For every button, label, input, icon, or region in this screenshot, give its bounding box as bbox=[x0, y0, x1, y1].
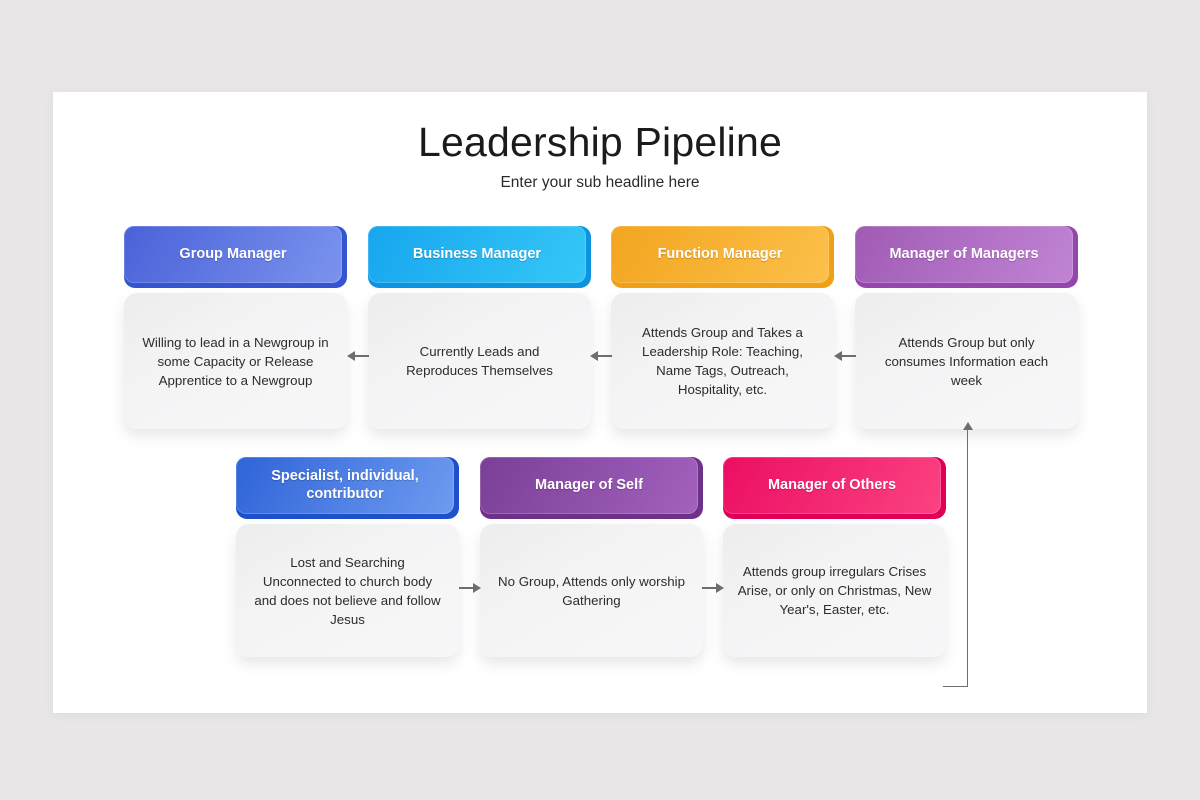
node-header-label: Manager of Managers bbox=[889, 245, 1039, 262]
node-body-text: Lost and Searching Unconnected to church… bbox=[254, 554, 441, 627]
node-body-card: Attends Group and Takes a Leadership Rol… bbox=[611, 293, 834, 429]
node-header-label: Function Manager bbox=[657, 245, 783, 262]
arrow-shaft bbox=[459, 587, 473, 589]
arrow-up-icon bbox=[962, 422, 973, 430]
node-body-card: Willing to lead in a Newgroup in some Ca… bbox=[124, 293, 347, 429]
node-manager-of-others[interactable]: Manager of Others Attends group irregula… bbox=[723, 457, 946, 657]
arrow-left-icon bbox=[834, 350, 856, 362]
chip-face: Manager of Managers bbox=[855, 226, 1073, 283]
node-header-label: Manager of Others bbox=[767, 476, 897, 493]
node-header-chip[interactable]: Manager of Managers bbox=[855, 226, 1078, 288]
arrow-shaft bbox=[702, 587, 716, 589]
arrow-left-icon bbox=[347, 350, 369, 362]
node-header-label: Manager of Self bbox=[535, 476, 643, 493]
node-body-text: Attends group irregulars Crises Arise, o… bbox=[737, 564, 932, 617]
node-business-manager[interactable]: Business Manager Currently Leads and Rep… bbox=[368, 226, 591, 429]
arrow-head bbox=[834, 351, 842, 361]
page-title: Leadership Pipeline bbox=[418, 119, 782, 165]
arrow-shaft bbox=[598, 355, 612, 357]
chip-face: Manager of Self bbox=[480, 457, 698, 514]
arrow-right-icon bbox=[459, 582, 481, 594]
page-subtitle: Enter your sub headline here bbox=[500, 174, 700, 191]
node-body-card: Currently Leads and Reproduces Themselve… bbox=[368, 293, 591, 429]
chip-face: Specialist, individual, contributor bbox=[236, 457, 454, 514]
node-header-chip[interactable]: Function Manager bbox=[611, 226, 834, 288]
node-manager-of-managers[interactable]: Manager of Managers Attends Group but on… bbox=[855, 226, 1078, 429]
node-manager-of-self[interactable]: Manager of Self No Group, Attends only w… bbox=[480, 457, 703, 657]
node-header-chip[interactable]: Specialist, individual, contributor bbox=[236, 457, 459, 519]
node-header-chip[interactable]: Manager of Others bbox=[723, 457, 946, 519]
node-header-chip[interactable]: Business Manager bbox=[368, 226, 591, 288]
node-group-manager[interactable]: Group Manager Willing to lead in a Newgr… bbox=[124, 226, 347, 429]
node-body-card: Attends Group but only consumes Informat… bbox=[855, 293, 1078, 429]
node-body-text: Attends Group and Takes a Leadership Rol… bbox=[642, 325, 803, 397]
node-body-card: Lost and Searching Unconnected to church… bbox=[236, 524, 459, 657]
chip-face: Function Manager bbox=[611, 226, 829, 283]
arrow-left-icon bbox=[590, 350, 612, 362]
node-body-text: Willing to lead in a Newgroup in some Ca… bbox=[142, 334, 329, 388]
node-header-label: Specialist, individual, contributor bbox=[271, 467, 419, 502]
arrow-head bbox=[347, 351, 355, 361]
connector-vertical-segment bbox=[967, 430, 969, 687]
arrow-shaft bbox=[355, 355, 369, 357]
node-header-label: Group Manager bbox=[179, 245, 287, 262]
node-body-text: Currently Leads and Reproduces Themselve… bbox=[406, 344, 553, 378]
diagram-stage: Group Manager Willing to lead in a Newgr… bbox=[53, 92, 1147, 713]
node-header-label: Business Manager bbox=[412, 245, 542, 262]
node-body-card: Attends group irregulars Crises Arise, o… bbox=[723, 524, 946, 657]
arrow-shaft bbox=[842, 355, 856, 357]
chip-face: Group Manager bbox=[124, 226, 342, 283]
elbow-connector-bottom-to-top bbox=[943, 422, 983, 687]
node-function-manager[interactable]: Function Manager Attends Group and Takes… bbox=[611, 226, 834, 429]
slide-canvas: Leadership Pipeline Enter your sub headl… bbox=[53, 92, 1147, 713]
chip-face: Manager of Others bbox=[723, 457, 941, 514]
arrow-head bbox=[473, 583, 481, 593]
node-body-text: Attends Group but only consumes Informat… bbox=[884, 334, 1049, 388]
arrow-head bbox=[590, 351, 598, 361]
arrow-head bbox=[716, 583, 724, 593]
chip-face: Business Manager bbox=[368, 226, 586, 283]
node-body-card: No Group, Attends only worship Gathering bbox=[480, 524, 703, 657]
node-body-text: No Group, Attends only worship Gathering bbox=[498, 573, 685, 608]
node-header-chip[interactable]: Group Manager bbox=[124, 226, 347, 288]
node-specialist-individual-contributor[interactable]: Specialist, individual, contributor Lost… bbox=[236, 457, 459, 657]
connector-horizontal-segment bbox=[943, 685, 968, 687]
node-header-chip[interactable]: Manager of Self bbox=[480, 457, 703, 519]
arrow-right-icon bbox=[702, 582, 724, 594]
